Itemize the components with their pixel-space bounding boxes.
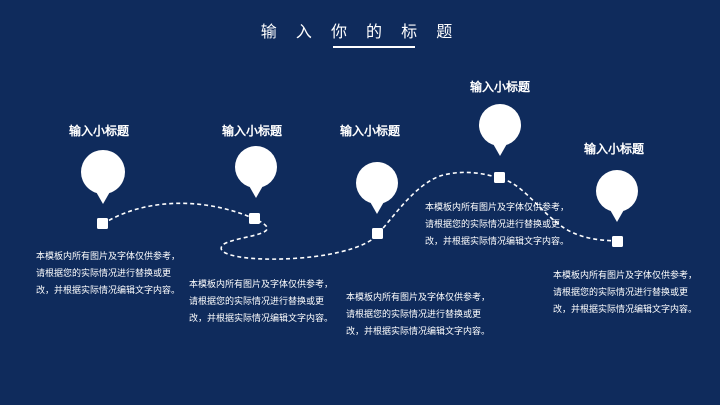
milestone-4-subtitle: 输入小标题 bbox=[470, 80, 531, 94]
milestone-5-body: 本模板内所有图片及字体仅供参考，请根据您的实际情况进行替换或更改，并根据实际情况… bbox=[553, 271, 698, 315]
milestone-3-subtitle: 输入小标题 bbox=[340, 124, 401, 138]
milestone-1-subtitle: 输入小标题 bbox=[69, 124, 130, 138]
title-underline bbox=[333, 46, 415, 48]
square-node-icon bbox=[612, 236, 623, 247]
milestone-1-body: 本模板内所有图片及字体仅供参考，请根据您的实际情况进行替换或更改，并根据实际情况… bbox=[36, 252, 181, 296]
map-pin-icon bbox=[479, 104, 521, 156]
square-node-icon bbox=[249, 213, 260, 224]
square-node-icon bbox=[372, 228, 383, 239]
milestone-5-subtitle: 输入小标题 bbox=[584, 142, 645, 156]
milestone-4-body: 本模板内所有图片及字体仅供参考，请根据您的实际情况进行替换或更改，并根据实际情况… bbox=[425, 203, 570, 247]
slide-title: 输 入 你 的 标 题 bbox=[260, 22, 460, 41]
map-pin-icon bbox=[235, 146, 277, 198]
square-node-icon bbox=[494, 172, 505, 183]
square-node-icon bbox=[97, 218, 108, 229]
milestone-2-subtitle: 输入小标题 bbox=[222, 124, 283, 138]
map-pin-icon bbox=[81, 150, 125, 204]
milestone-3-body: 本模板内所有图片及字体仅供参考，请根据您的实际情况进行替换或更改，并根据实际情况… bbox=[346, 293, 491, 337]
map-pin-icon bbox=[596, 170, 638, 222]
map-pin-icon bbox=[356, 162, 398, 214]
dashed-route bbox=[102, 171, 618, 260]
milestone-2-body: 本模板内所有图片及字体仅供参考，请根据您的实际情况进行替换或更改，并根据实际情况… bbox=[189, 280, 334, 324]
